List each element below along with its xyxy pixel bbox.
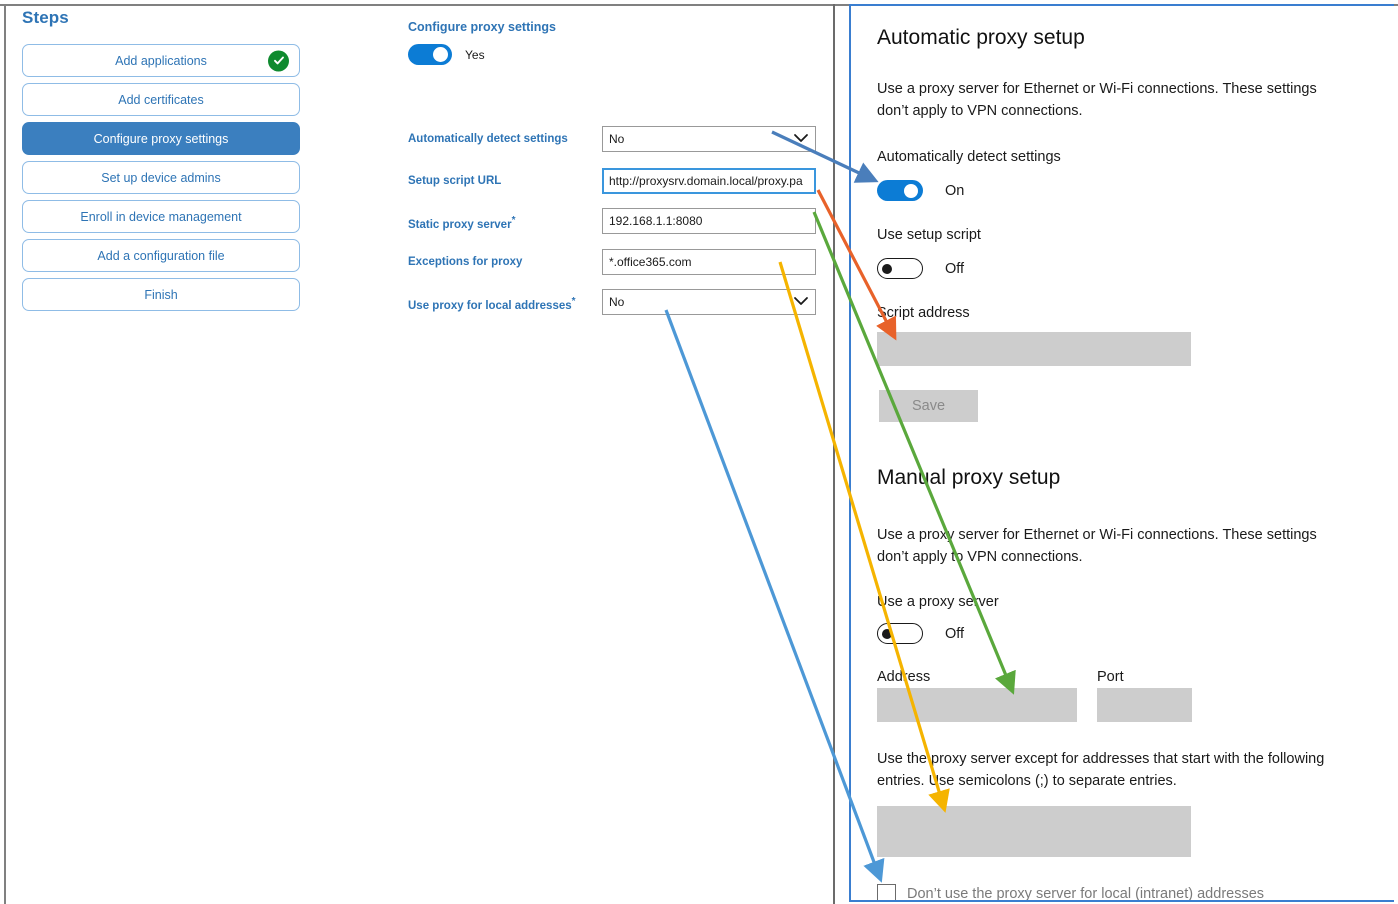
label-text: Use proxy for local addresses [408, 299, 572, 312]
step-button-configure-proxy-settings[interactable]: Configure proxy settings [22, 122, 300, 155]
script-address-input[interactable] [877, 332, 1191, 366]
step-label: Add a configuration file [97, 248, 225, 263]
automatically-detect-settings-toggle-row: On [877, 180, 964, 201]
step-label: Enroll in device management [80, 209, 242, 224]
input-exceptions-for-proxy[interactable]: *.office365.com [602, 249, 816, 275]
script-address-label: Script address [877, 305, 970, 321]
port-label: Port [1097, 669, 1124, 685]
step-button-add-certificates[interactable]: Add certificates [22, 83, 300, 116]
step-button-add-applications[interactable]: Add applications [22, 44, 300, 77]
chevron-down-icon [793, 296, 809, 309]
vertical-divider [833, 4, 835, 904]
toggle-knob [904, 184, 918, 198]
bypass-local-checkbox[interactable] [877, 884, 896, 900]
address-input[interactable] [877, 688, 1077, 722]
label-text: Static proxy server [408, 218, 512, 231]
label-text: Setup script URL [408, 175, 502, 187]
step-button-set-up-device-admins[interactable]: Set up device admins [22, 161, 300, 194]
input-setup-script-url[interactable]: http://proxysrv.domain.local/proxy.pa [602, 168, 816, 194]
use-a-proxy-server-toggle-row: Off [877, 623, 964, 644]
use-setup-script-state: Off [945, 260, 965, 277]
steps-title: Steps [22, 8, 69, 27]
use-setup-script-toggle[interactable] [877, 258, 923, 279]
use-setup-script-toggle-row: Off [877, 258, 964, 279]
select-value: No [609, 295, 625, 309]
input-value: http://proxysrv.domain.local/proxy.pa [609, 174, 803, 188]
step-button-enroll-in-device-management[interactable]: Enroll in device management [22, 200, 300, 233]
select-value: No [609, 132, 625, 146]
step-label: Set up device admins [101, 170, 221, 185]
select-use-proxy-for-local-addresses[interactable]: No [602, 289, 816, 315]
configure-proxy-toggle-row: Yes [408, 44, 485, 65]
automatic-proxy-setup-description: Use a proxy server for Ethernet or Wi-Fi… [877, 81, 1317, 119]
automatic-proxy-setup-heading: Automatic proxy setup [877, 26, 1085, 49]
windows-settings-proxy-pane: Automatic proxy setup Use a proxy server… [849, 4, 1394, 902]
label-setup-script-url: Setup script URL [408, 175, 501, 187]
label-use-proxy-for-local-addresses: Use proxy for local addresses* [408, 296, 576, 312]
required-asterisk: * [571, 296, 576, 307]
automatically-detect-settings-toggle[interactable] [877, 180, 923, 201]
label-text: Exceptions for proxy [408, 256, 523, 268]
check-circle-icon [268, 50, 289, 71]
label-automatically-detect-settings: Automatically detect settings [408, 133, 568, 145]
input-static-proxy-server[interactable]: 192.168.1.1:8080 [602, 208, 816, 234]
toggle-knob [882, 264, 892, 274]
port-input[interactable] [1097, 688, 1192, 722]
input-value: 192.168.1.1:8080 [609, 214, 703, 228]
configure-proxy-toggle-label: Yes [465, 47, 485, 62]
input-value: *.office365.com [609, 255, 692, 269]
step-label: Add applications [115, 53, 207, 68]
manual-proxy-setup-heading: Manual proxy setup [877, 466, 1061, 489]
label-exceptions-for-proxy: Exceptions for proxy [408, 256, 522, 268]
exceptions-input[interactable] [877, 806, 1191, 857]
use-a-proxy-server-toggle[interactable] [877, 623, 923, 644]
bypass-local-label: Don’t use the proxy server for local (in… [907, 885, 1265, 902]
chevron-down-icon [793, 133, 809, 146]
step-button-finish[interactable]: Finish [22, 278, 300, 311]
step-button-add-a-configuration-file[interactable]: Add a configuration file [22, 239, 300, 272]
configure-proxy-toggle[interactable] [408, 44, 452, 65]
use-a-proxy-server-label: Use a proxy server [877, 594, 999, 610]
use-a-proxy-server-state: Off [945, 625, 965, 642]
select-automatically-detect-settings[interactable]: No [602, 126, 816, 152]
window-left-border [4, 4, 6, 904]
use-setup-script-label: Use setup script [877, 227, 981, 243]
label-text: Automatically detect settings [408, 133, 568, 145]
step-label: Finish [144, 287, 178, 302]
bypass-local-row: Don’t use the proxy server for local (in… [877, 884, 1265, 902]
step-label: Configure proxy settings [93, 131, 229, 146]
label-static-proxy-server: Static proxy server* [408, 215, 515, 231]
required-asterisk: * [511, 215, 516, 226]
toggle-knob [433, 47, 448, 62]
automatically-detect-settings-label: Automatically detect settings [877, 149, 1061, 165]
steps-list: Add applications Add certificates Config… [22, 44, 300, 317]
toggle-knob [882, 629, 892, 639]
step-label: Add certificates [118, 92, 204, 107]
manual-proxy-setup-description: Use a proxy server for Ethernet or Wi-Fi… [877, 527, 1317, 565]
save-button[interactable]: Save [879, 390, 978, 422]
arrow-use-proxy-local [664, 309, 885, 883]
exceptions-description: Use the proxy server except for addresse… [877, 751, 1325, 789]
window-top-border [0, 4, 1398, 6]
automatically-detect-settings-state: On [945, 182, 965, 199]
address-label: Address [877, 669, 931, 685]
form-heading: Configure proxy settings [408, 20, 556, 34]
